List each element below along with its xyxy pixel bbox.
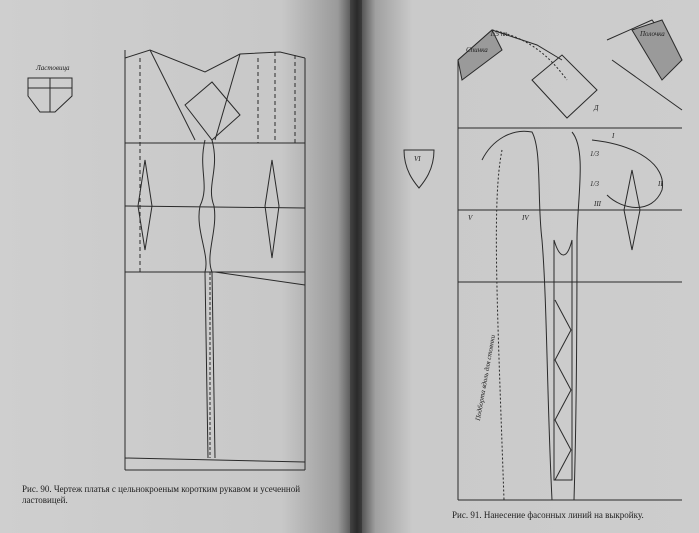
figure-90-caption: Рис. 90. Чертеж платья с цельнокроеным к… [22,484,301,505]
figure-91-caption: Рис. 91. Нанесение фасонных линий на вык… [452,510,644,520]
inset-label: Ластовица [36,64,70,72]
gusset-inset [27,77,73,113]
roman-numeral-iv: IV [522,214,529,222]
roman-numeral-v: V [468,214,473,222]
dress-drafting-diagram [27,49,306,471]
pattern-style-lines-diagram [403,19,683,501]
label-spinka: Спинка [466,46,488,54]
label-polochka: Полочка [640,30,665,38]
inset-piece-vi [403,149,435,189]
side-label-1: 1/3 [590,150,599,158]
roman-numeral-iii: III [594,200,601,208]
left-page: Ластовица Рис. 90. Чертеж платья с цельн… [0,0,352,533]
label-d: Д [594,104,599,112]
roman-numeral-i: I [612,132,615,140]
book-gutter [350,0,364,533]
side-label-2: 1/3 [590,180,599,188]
label-1-5-pl: 1/5 пл [490,30,508,38]
right-page: 1/5 пл Спинка Полочка Д I II III IV V VI… [362,0,699,533]
roman-numeral-vi: VI [414,155,421,163]
roman-numeral-ii: II [658,180,663,188]
